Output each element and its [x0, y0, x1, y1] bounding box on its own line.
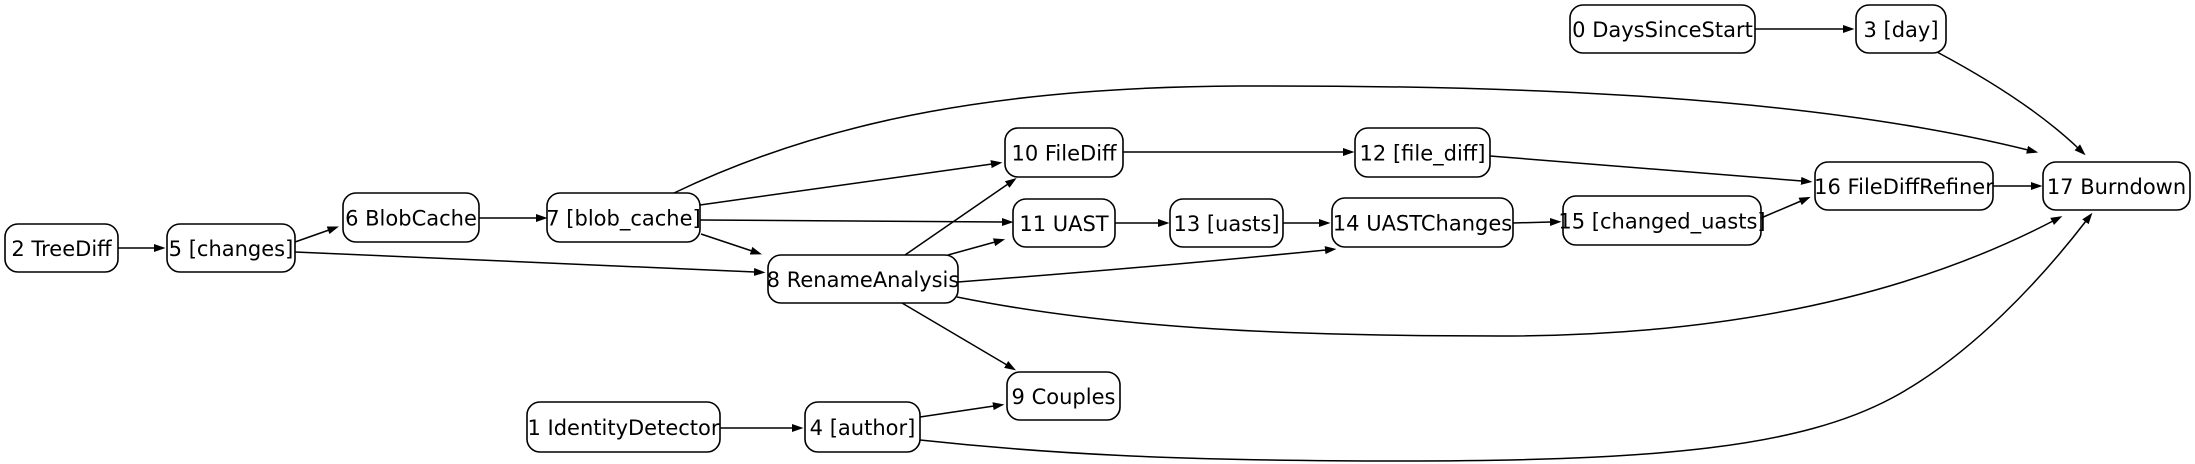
- edge-7-to-17: [673, 85, 2039, 194]
- graph-node-5: 5 [changes]: [166, 223, 296, 273]
- edge-5-to-8: [294, 251, 766, 276]
- node-box-4: [804, 401, 921, 453]
- graph-node-17: 17 Burndown: [2042, 161, 2191, 211]
- node-label-17: 17 Burndown: [2047, 175, 2186, 199]
- graph-node-6: 6 BlobCache: [342, 192, 480, 243]
- node-box-9: [1006, 371, 1121, 421]
- edge-3-to-17: [1936, 51, 2086, 156]
- node-label-7: 7 [blob_cache]: [546, 207, 700, 232]
- edge-7-to-11: [699, 217, 1014, 226]
- node-box-14: [1331, 197, 1514, 248]
- edge-15-to-16: [1760, 196, 1811, 219]
- edge-8-to-14: [957, 246, 1337, 283]
- node-box-1: [526, 401, 721, 453]
- edge-14-to-15: [1512, 218, 1562, 227]
- graph-node-15: 15 [changed_uasts]: [1558, 195, 1766, 246]
- edge-7-to-10: [699, 160, 1003, 206]
- node-label-11: 11 UAST: [1019, 212, 1108, 236]
- node-label-0: 0 DaysSinceStart: [1572, 18, 1753, 42]
- edge-4-to-9: [919, 402, 1005, 418]
- node-label-16: 16 FileDiffRefiner: [1814, 175, 1994, 199]
- graph-node-13: 13 [uasts]: [1169, 198, 1284, 248]
- graph-node-11: 11 UAST: [1012, 198, 1116, 248]
- node-box-10: [1004, 127, 1124, 178]
- graph-node-9: 9 Couples: [1006, 371, 1121, 421]
- node-label-3: 3 [day]: [1863, 18, 1938, 42]
- node-box-13: [1169, 198, 1284, 248]
- node-label-14: 14 UASTChanges: [1333, 212, 1512, 236]
- node-label-1: 1 IdentityDetector: [527, 416, 719, 440]
- graph-node-10: 10 FileDiff: [1004, 127, 1124, 178]
- edge-12-to-16: [1489, 155, 1813, 185]
- node-label-5: 5 [changes]: [169, 237, 294, 261]
- node-box-5: [166, 223, 296, 273]
- graph-node-4: 4 [author]: [804, 401, 921, 453]
- graph-node-8: 8 RenameAnalysis: [767, 254, 960, 304]
- node-label-12: 12 [file_diff]: [1360, 142, 1486, 167]
- node-label-2: 2 TreeDiff: [11, 237, 112, 261]
- node-box-12: [1354, 127, 1491, 178]
- nodes-layer: 0 DaysSinceStart 1 IdentityDetector 2 Tree…: [4, 4, 2191, 453]
- edge-7-to-8: [700, 233, 762, 255]
- node-box-16: [1814, 161, 1994, 211]
- node-box-15: [1562, 195, 1762, 246]
- node-box-6: [342, 192, 480, 243]
- node-label-9: 9 Couples: [1012, 385, 1116, 409]
- graph-node-1: 1 IdentityDetector: [526, 401, 721, 453]
- edge-8-to-17: [956, 216, 2063, 337]
- node-label-13: 13 [uasts]: [1173, 212, 1279, 236]
- graph-node-2: 2 TreeDiff: [4, 223, 119, 273]
- graph-node-16: 16 FileDiffRefiner: [1814, 161, 1994, 211]
- node-box-17: [2042, 161, 2191, 211]
- node-box-11: [1012, 198, 1116, 248]
- node-label-4: 4 [author]: [810, 416, 916, 440]
- node-label-6: 6 BlobCache: [345, 207, 477, 231]
- graph-node-0: 0 DaysSinceStart: [1569, 4, 1756, 54]
- graph-node-14: 14 UASTChanges: [1331, 197, 1514, 248]
- graph-node-3: 3 [day]: [1855, 4, 1947, 54]
- edge-4-to-17: [919, 212, 2093, 462]
- node-label-10: 10 FileDiff: [1011, 142, 1117, 166]
- node-box-7: [546, 192, 701, 243]
- node-label-8: 8 RenameAnalysis: [767, 268, 960, 292]
- node-box-8: [767, 254, 959, 304]
- edge-8-to-11: [947, 238, 1006, 256]
- edge-8-to-10: [904, 178, 1017, 256]
- graph-node-7: 7 [blob_cache]: [546, 192, 701, 243]
- node-box-2: [4, 223, 119, 273]
- edge-8-to-9: [901, 302, 1017, 371]
- node-box-0: [1569, 4, 1756, 54]
- edges-layer: [118, 25, 2093, 462]
- graph-node-12: 12 [file_diff]: [1354, 127, 1491, 178]
- node-label-15: 15 [changed_uasts]: [1558, 210, 1765, 235]
- edge-5-to-6: [294, 226, 339, 243]
- node-box-3: [1855, 4, 1947, 54]
